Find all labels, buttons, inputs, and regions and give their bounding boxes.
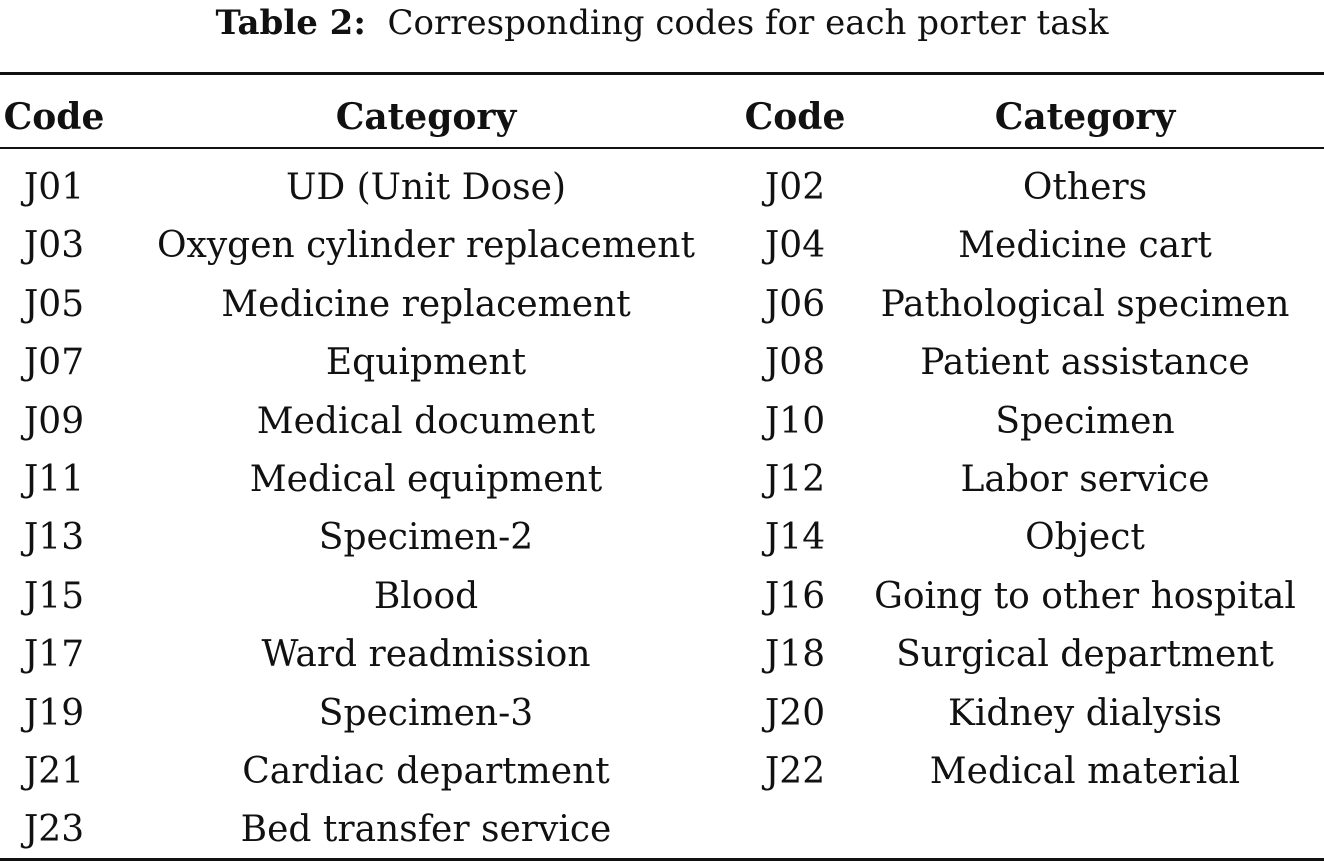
- cell-category-right: Medical material: [929, 751, 1241, 793]
- header-code-left: Code: [3, 96, 105, 138]
- cell-code-right: J08: [764, 342, 826, 384]
- cell-category-left: Specimen-2: [318, 517, 534, 559]
- header-category-left: Category: [335, 96, 517, 138]
- cell-category-left: Medical document: [256, 400, 596, 442]
- table-row: J13 Specimen-2 J14 Object: [0, 509, 1324, 567]
- table-row: J17 Ward readmission J18 Surgical departmen…: [0, 626, 1324, 684]
- table-row: J23 Bed transfer service: [0, 801, 1324, 859]
- cell-category-left: Cardiac department: [242, 751, 610, 793]
- cell-category-right: Surgical department: [896, 634, 1274, 676]
- cell-code-left: J15: [23, 575, 85, 617]
- cell-category-right: Object: [1025, 517, 1145, 559]
- table-caption-label: Table 2:: [215, 3, 366, 43]
- cell-category-right: Going to other hospital: [874, 575, 1296, 617]
- table-row: J01 UD (Unit Dose) J02 Others: [0, 159, 1324, 217]
- cell-category-left: Ward readmission: [261, 634, 591, 676]
- cell-category-right: Patient assistance: [920, 342, 1250, 384]
- table-row: J09 Medical document J10 Specimen: [0, 393, 1324, 451]
- table-header-rule: [0, 147, 1324, 149]
- cell-code-right: J18: [764, 634, 826, 676]
- table-row: J07 Equipment J08 Patient assistance: [0, 334, 1324, 392]
- cell-code-right: J06: [764, 283, 826, 325]
- cell-category-left: Medical equipment: [249, 459, 603, 501]
- cell-code-left: J03: [23, 225, 85, 267]
- table-row: J15 Blood J16 Going to other hospital: [0, 568, 1324, 626]
- table-header-row: Code Category Code Category: [0, 87, 1324, 147]
- cell-code-left: J11: [23, 459, 85, 501]
- cell-category-right: Kidney dialysis: [947, 692, 1223, 734]
- cell-category-left: UD (Unit Dose): [285, 167, 566, 208]
- cell-code-left: J19: [23, 692, 85, 734]
- table-row: J03 Oxygen cylinder replacement J04 Medicin…: [0, 217, 1324, 275]
- table-caption: Table 2: Corresponding codes for each po…: [0, 0, 1324, 46]
- table-row: J11 Medical equipment J12 Labor service: [0, 451, 1324, 509]
- cell-code-right: [744, 801, 846, 859]
- cell-code-right: J14: [764, 517, 826, 559]
- cell-code-left: J01: [23, 167, 85, 208]
- cell-code-left: J23: [23, 809, 85, 851]
- cell-category-right: Specimen: [995, 400, 1175, 442]
- table-row: J21 Cardiac department J22 Medical material: [0, 743, 1324, 801]
- cell-code-right: J10: [764, 400, 826, 442]
- cell-category-right: Medicine cart: [958, 225, 1212, 267]
- cell-category-left: Bed transfer service: [240, 809, 612, 851]
- porter-task-codes-table: Code Category Code Category J01 UD (Unit …: [0, 87, 1324, 860]
- table-row: J05 Medicine replacement J06 Pathological s…: [0, 276, 1324, 334]
- cell-code-left: J21: [23, 751, 85, 793]
- table-bottom-rule: [0, 858, 1324, 861]
- cell-code-left: J09: [23, 400, 85, 442]
- cell-code-right: J04: [764, 225, 826, 267]
- cell-category-left: Equipment: [325, 342, 527, 384]
- cell-code-right: J02: [764, 167, 826, 208]
- header-category-right: Category: [994, 96, 1176, 138]
- cell-code-right: J22: [764, 751, 826, 793]
- cell-code-left: J13: [23, 517, 85, 559]
- cell-category-right: Others: [1022, 167, 1148, 208]
- table-caption-text: Corresponding codes for each porter task: [387, 3, 1109, 43]
- cell-code-right: J16: [764, 575, 826, 617]
- cell-code-left: J07: [23, 342, 85, 384]
- table-row: J19 Specimen-3 J20 Kidney dialysis: [0, 685, 1324, 743]
- cell-category-right: [846, 801, 1324, 859]
- cell-category-right: Labor service: [960, 459, 1210, 501]
- cell-code-left: J05: [23, 283, 85, 325]
- cell-code-right: J12: [764, 459, 826, 501]
- cell-category-left: Medicine replacement: [221, 283, 631, 325]
- cell-code-left: J17: [23, 634, 85, 676]
- header-code-right: Code: [744, 96, 846, 138]
- cell-category-left: Oxygen cylinder replacement: [157, 225, 695, 267]
- cell-code-right: J20: [764, 692, 826, 734]
- cell-category-right: Pathological specimen: [880, 283, 1290, 325]
- cell-category-left: Blood: [373, 575, 479, 617]
- cell-category-left: Specimen-3: [318, 692, 534, 734]
- table-top-rule: [0, 72, 1324, 75]
